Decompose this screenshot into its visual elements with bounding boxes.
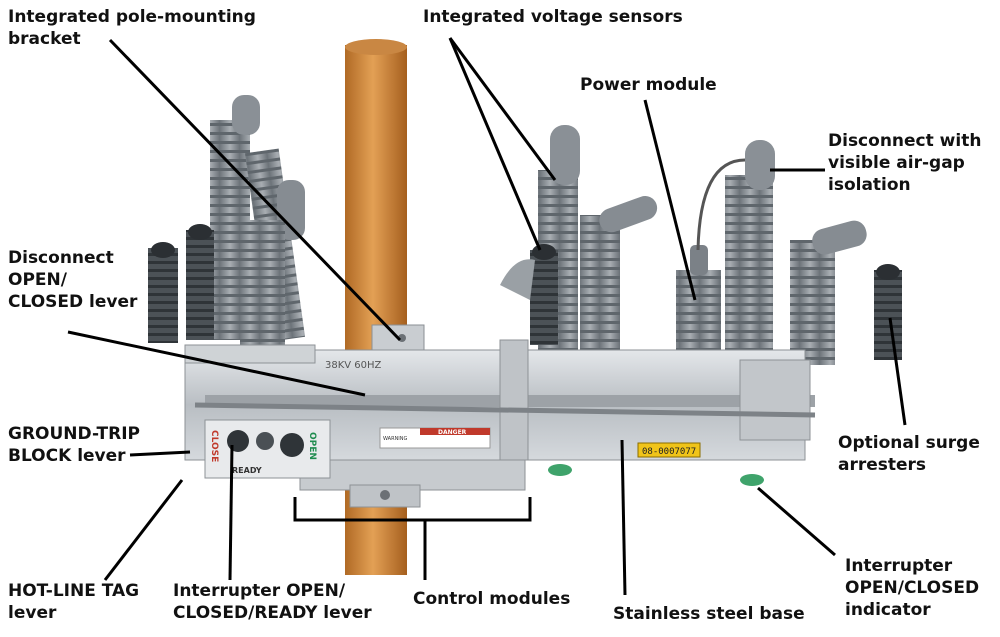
label-ground-trip-block: GROUND-TRIP BLOCK lever — [8, 424, 140, 466]
rating-text: 38KV 60HZ — [325, 360, 382, 371]
indicator-window-right — [740, 474, 764, 486]
close-text: CLOSE — [209, 430, 219, 462]
serial-number-tag: 08-0007077 — [637, 442, 701, 458]
serial-text: 08-0007077 — [642, 447, 696, 457]
indicator-window-middle — [548, 464, 572, 476]
left-insulator-group — [148, 95, 306, 350]
warning-text: WARNING — [383, 436, 408, 442]
label-hotline-tag: HOT-LINE TAG lever — [8, 581, 140, 623]
control-modules-body — [299, 459, 526, 508]
label-voltage-sensors: Integrated voltage sensors — [423, 7, 683, 27]
danger-sticker: DANGER WARNING — [379, 427, 491, 449]
label-pole-mounting-bracket: Integrated pole-mounting bracket — [8, 7, 256, 49]
label-interrupter-lever: Interrupter OPEN/ CLOSED/READY lever — [173, 581, 372, 623]
label-disconnect-lever: Disconnect OPEN/ CLOSED lever — [8, 248, 138, 312]
disconnect-rod — [194, 402, 816, 418]
label-stainless-base: Stainless steel base — [613, 604, 805, 624]
ready-text: READY — [232, 466, 262, 475]
leader-pole-bracket — [108, 38, 402, 342]
label-surge-arresters: Optional surge arresters — [838, 433, 980, 475]
open-text: OPEN — [307, 432, 317, 460]
label-disconnect-airgap: Disconnect with visible air-gap isolatio… — [828, 131, 982, 195]
danger-text: DANGER — [438, 429, 467, 436]
right-insulator-group — [676, 140, 902, 365]
label-power-module: Power module — [580, 75, 717, 95]
leader-lines — [67, 37, 907, 596]
label-control-modules: Control modules — [413, 589, 571, 609]
middle-insulator-group — [500, 125, 658, 350]
operating-panel: CLOSE OPEN READY — [204, 419, 331, 479]
label-interrupter-indicator: Interrupter OPEN/CLOSED indicator — [845, 556, 980, 620]
